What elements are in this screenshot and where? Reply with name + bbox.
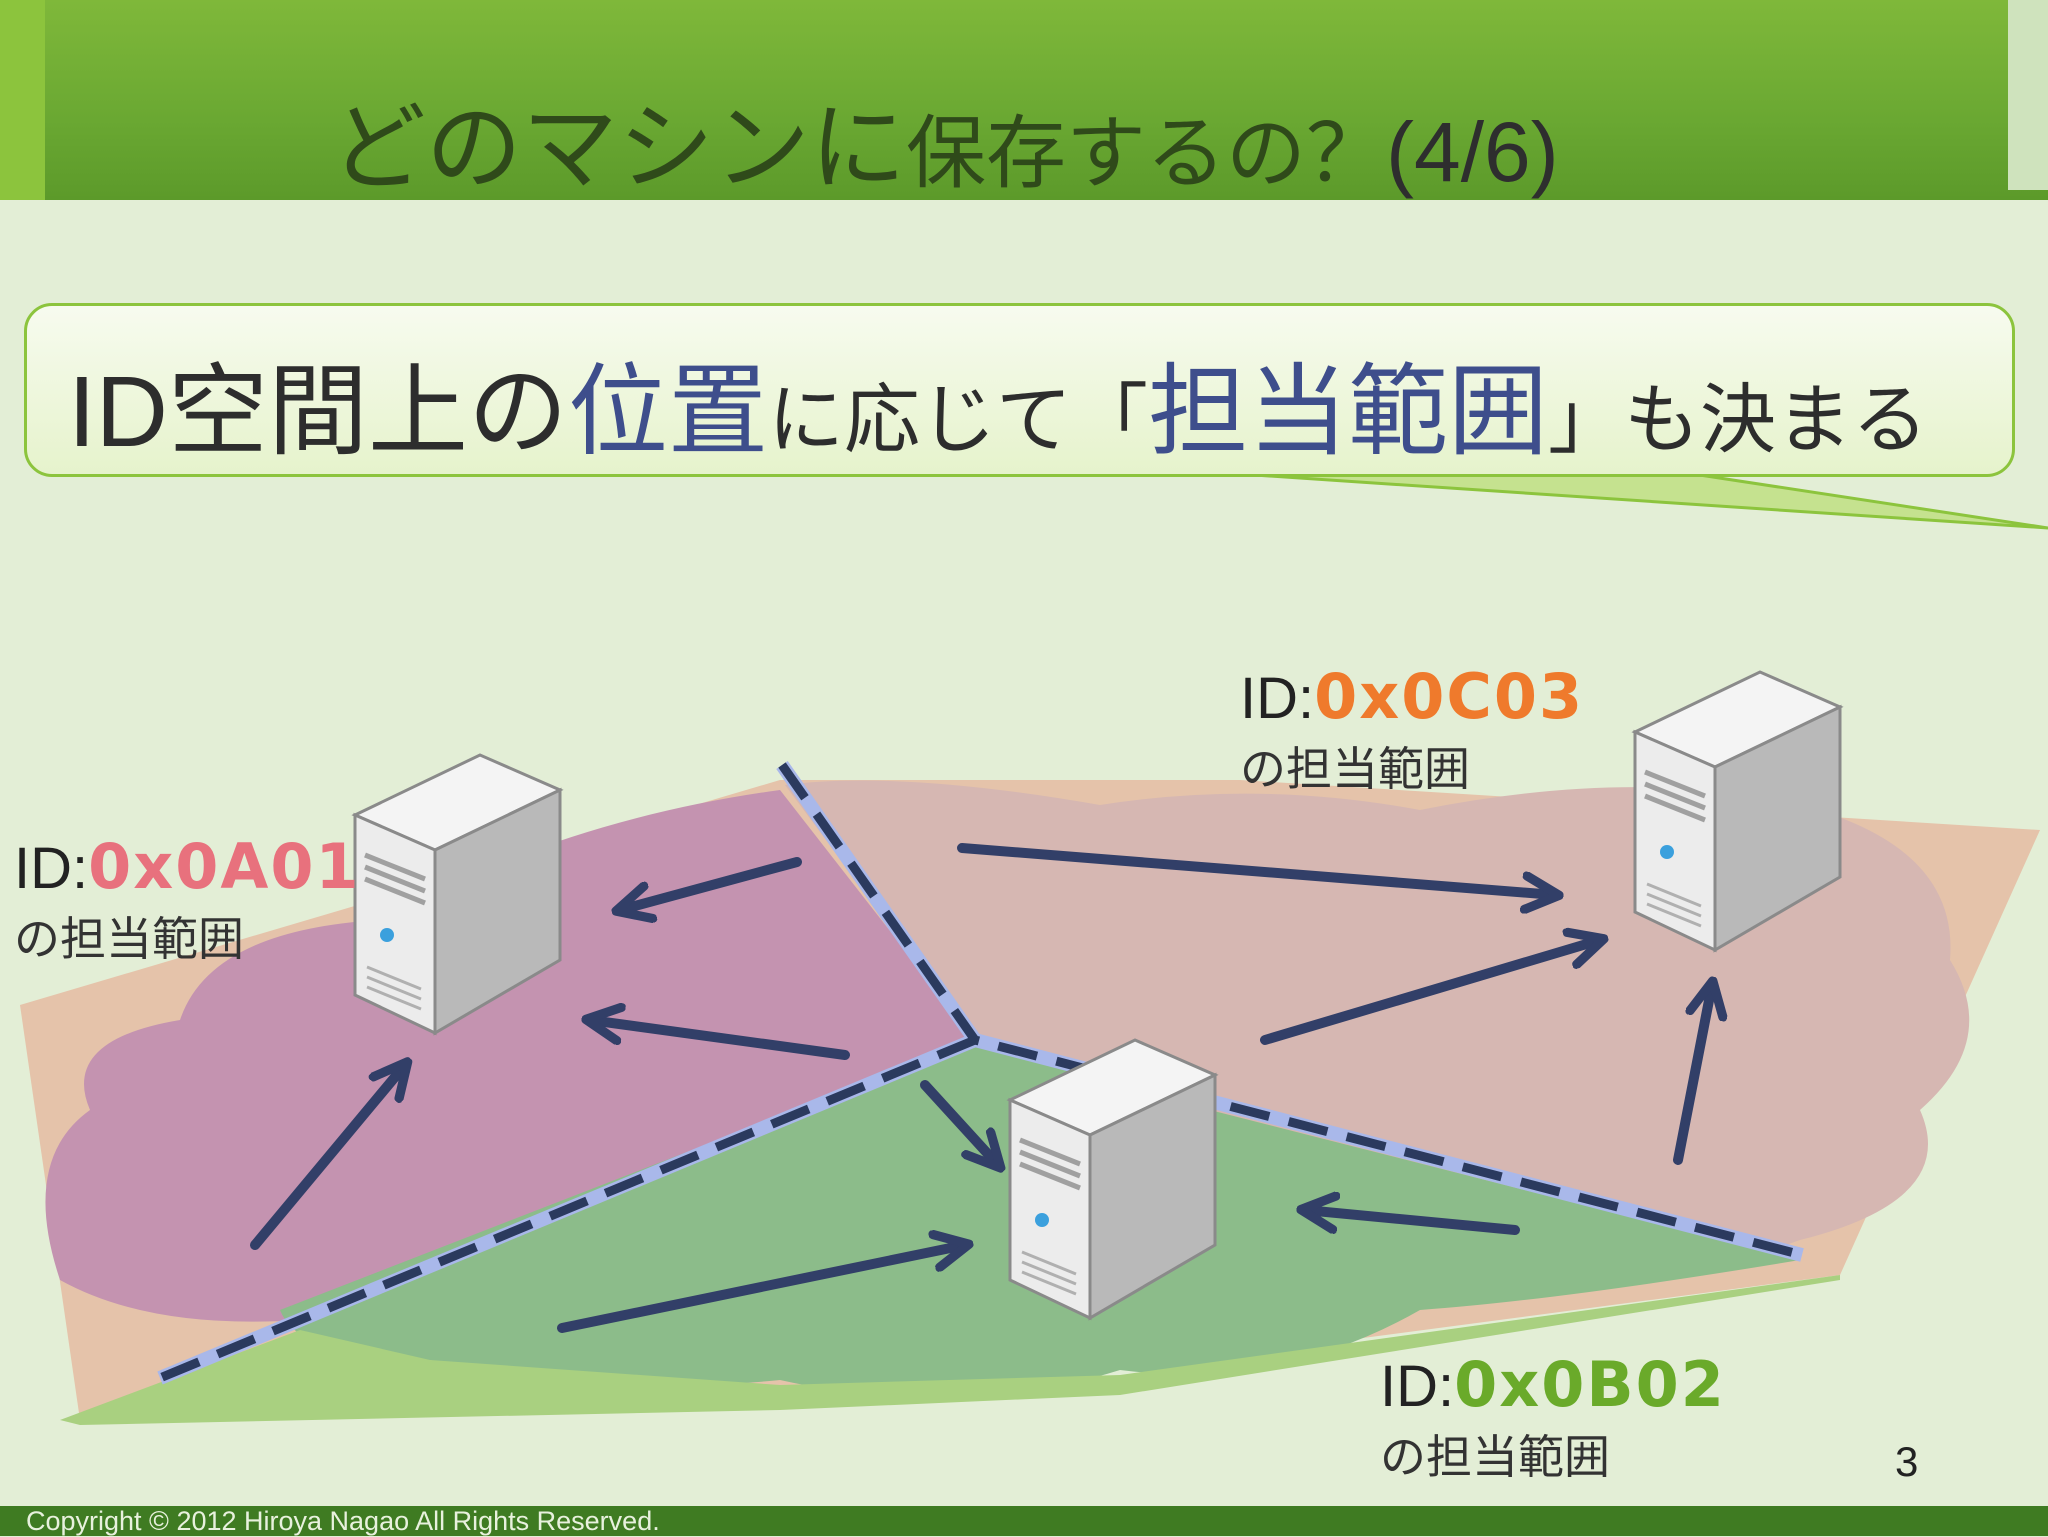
page-number: 3	[1895, 1438, 1919, 1485]
title-rest: 保存するの？	[906, 107, 1386, 200]
arrow-to-0x0A01-from-a	[250, 1065, 405, 1250]
title-banner	[0, 0, 2048, 200]
arrow-to-0x0B02-from-a	[557, 1245, 965, 1333]
callout-part-space: 空間上の	[168, 353, 568, 470]
arrow-to-0x0A01-from-b	[590, 1020, 850, 1060]
server-icon-0x0B02	[1006, 1038, 1219, 1321]
callout-part-range: 担当範囲	[1148, 353, 1548, 470]
node-label-0x0C03: ID:0x0C03 の担当範囲	[1240, 660, 1584, 799]
region-0x0A01	[45, 790, 976, 1322]
server-icon-0x0A01	[351, 753, 564, 1036]
node-range-label: の担当範囲	[1380, 1430, 1610, 1484]
arrow-to-0x0B02-from-boundary	[920, 1080, 998, 1165]
node-id-prefix: ID:	[1240, 666, 1315, 731]
callout-box	[24, 303, 2015, 477]
boundary-lines	[157, 760, 1804, 1385]
arrow-to-0x0C03-from-b	[1260, 940, 1600, 1045]
server-icon-0x0C03	[1631, 670, 1844, 953]
slide-title: どのマシンに保存するの？(4/6)	[330, 70, 1559, 209]
callout-part-according: に応じて「	[768, 375, 1148, 464]
callout-text: ID空間上の位置に応じて「担当範囲」も決まる	[68, 330, 1928, 475]
arrow-to-0x0C03-from-a	[957, 843, 1555, 895]
banner-left-strip	[0, 0, 45, 200]
node-id-value: 0x0B02	[1454, 1348, 1726, 1421]
arrow-to-0x0A01-from-c	[620, 857, 802, 910]
callout-part-decided: 」も決まる	[1548, 375, 1928, 464]
node-id-value: 0x0C03	[1314, 660, 1585, 733]
arrow-to-0x0B02-from-c	[1305, 1210, 1520, 1235]
node-range-label: の担当範囲	[1240, 742, 1470, 796]
node-id-prefix: ID:	[14, 836, 89, 901]
callout-part-id: ID	[68, 356, 168, 468]
title-main: どのマシンに	[330, 92, 906, 204]
arrow-to-0x0C03-from-c	[1673, 985, 1712, 1165]
node-id-value: 0x0A01	[88, 830, 361, 903]
footer-bar: Copyright © 2012 Hiroya Nagao All Rights…	[0, 1506, 2048, 1536]
region-b-edge	[60, 1275, 1840, 1425]
banner-right-strip	[2008, 0, 2048, 190]
node-range-label: の担当範囲	[14, 912, 244, 966]
copyright-text: Copyright © 2012 Hiroya Nagao All Rights…	[26, 1506, 660, 1536]
node-label-0x0B02: ID:0x0B02 の担当範囲	[1380, 1348, 1726, 1487]
title-page-fraction: (4/6)	[1386, 105, 1559, 199]
callout-part-position: 位置	[568, 353, 768, 470]
node-id-prefix: ID:	[1380, 1354, 1455, 1419]
node-label-0x0A01: ID:0x0A01 の担当範囲	[14, 830, 361, 969]
callout-tail	[1179, 468, 2048, 530]
